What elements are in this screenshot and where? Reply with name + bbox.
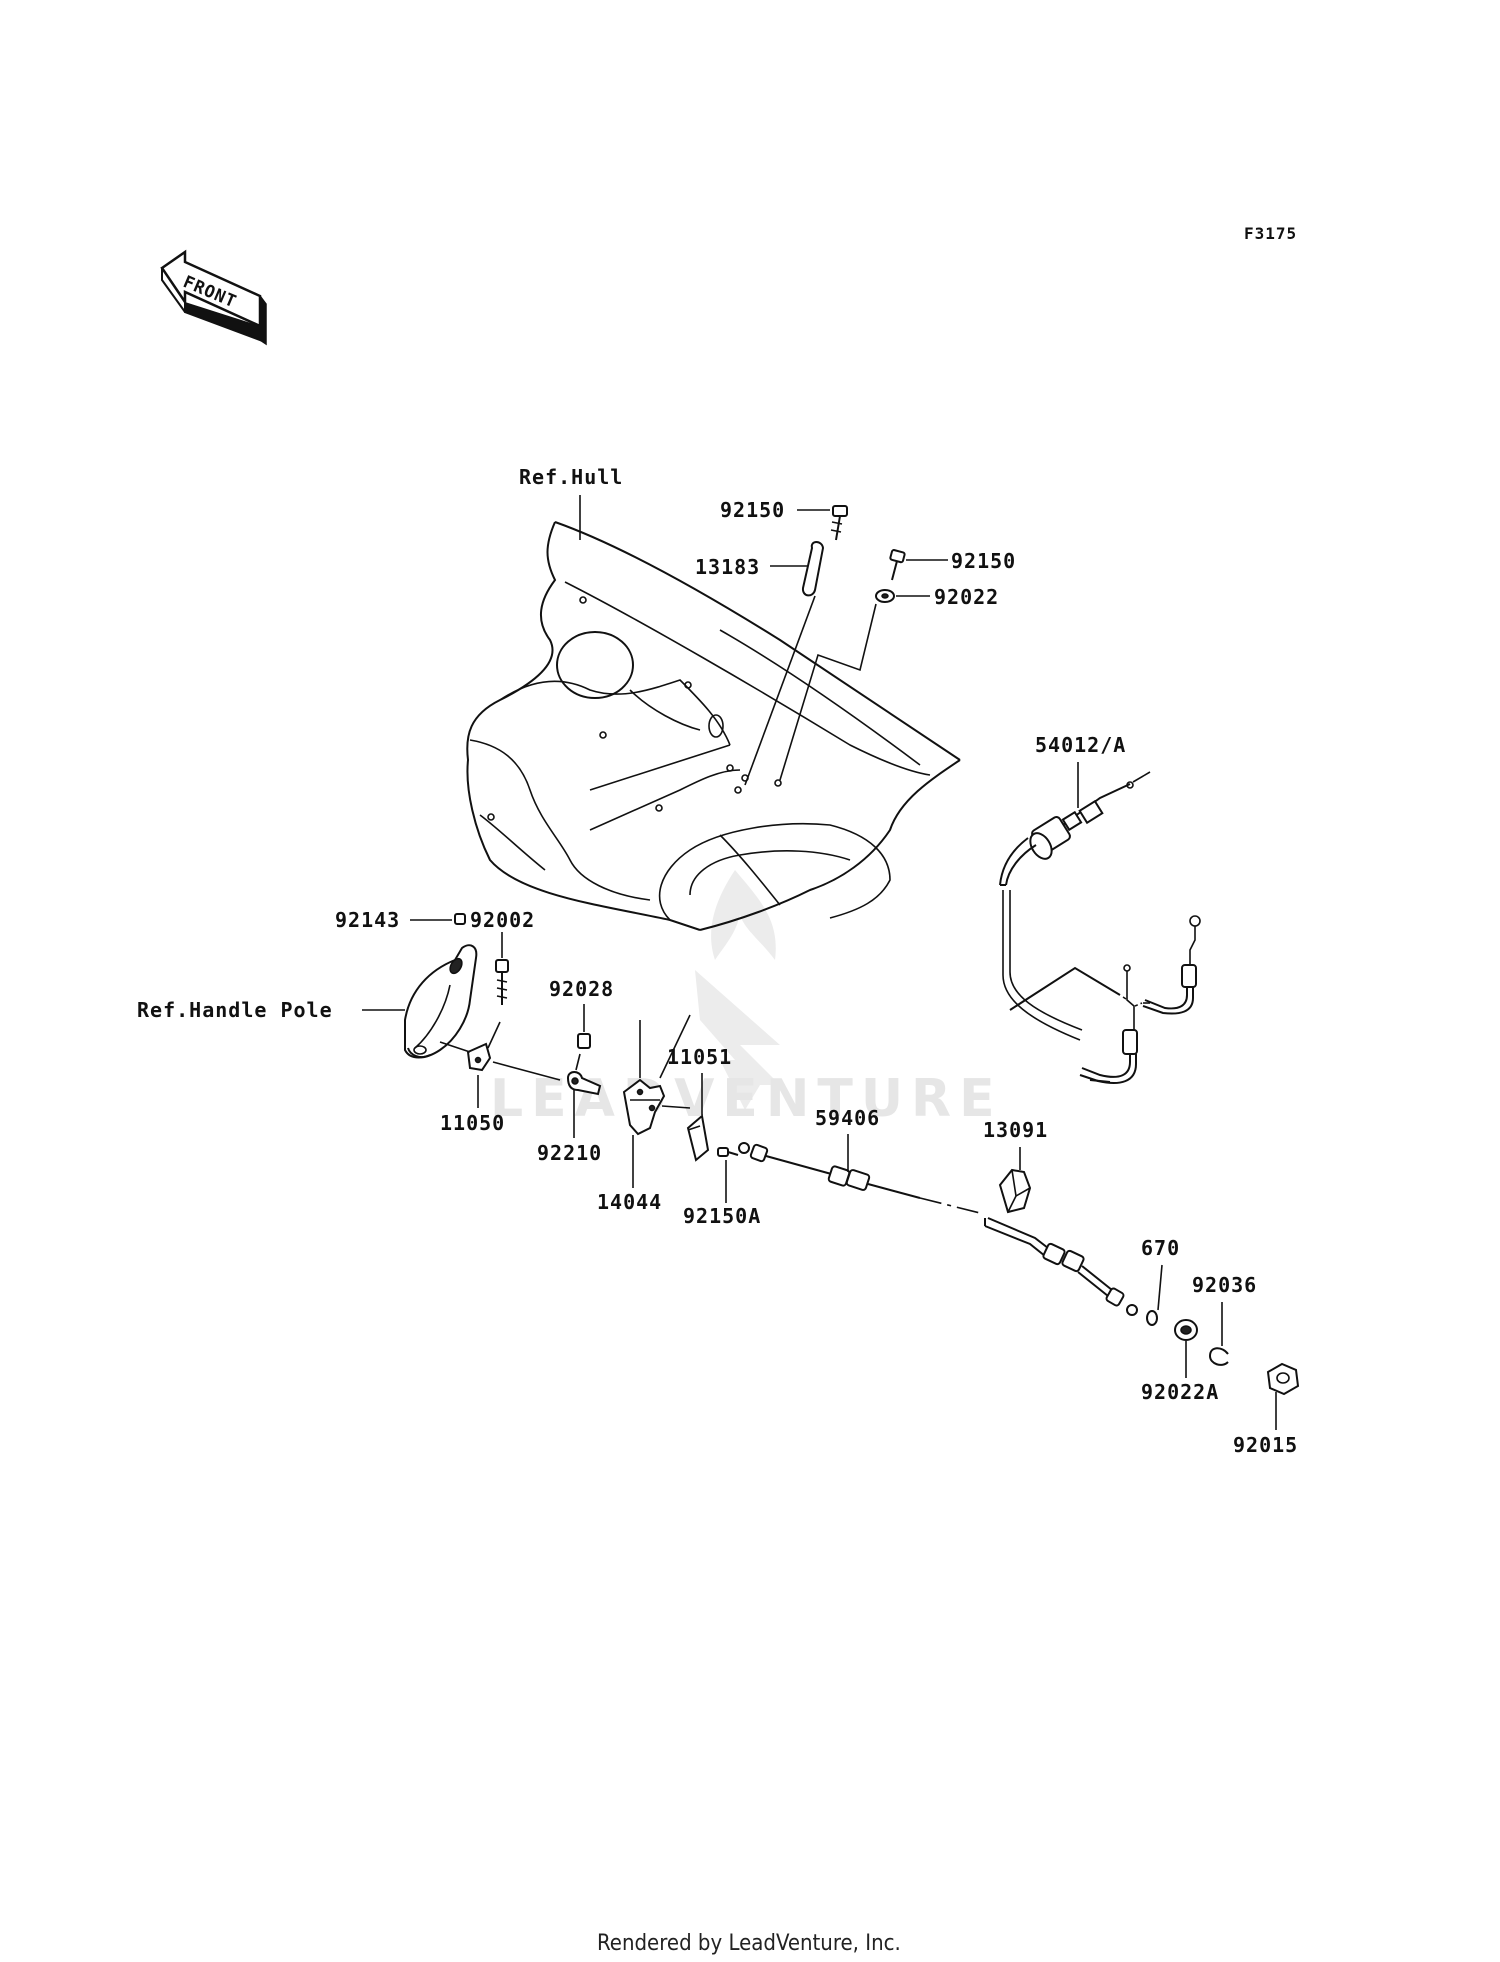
watermark-flame-icon	[711, 870, 776, 960]
clamp-13183	[801, 541, 825, 597]
bracket-11050	[466, 1042, 492, 1072]
watermark-text: LEADVENTURE	[490, 1069, 1003, 1129]
front-arrow-icon: FRONT	[160, 249, 267, 346]
diagram-code: F3175	[1244, 224, 1297, 243]
part-label-92210: 92210	[537, 1141, 602, 1165]
nut-92028	[577, 1033, 591, 1049]
pin-92143	[454, 913, 466, 925]
ring-670	[1146, 1310, 1158, 1326]
bolt-92150-right	[889, 549, 906, 581]
clamp-13091	[998, 1168, 1032, 1214]
part-label-11050: 11050	[440, 1111, 505, 1135]
screw-92150A	[717, 1147, 739, 1157]
part-label-92150A: 92150A	[683, 1204, 761, 1228]
part-label-92150-top: 92150	[720, 498, 785, 522]
link-92210	[566, 1071, 602, 1096]
part-label-92022: 92022	[934, 585, 999, 609]
part-label-92022A: 92022A	[1141, 1380, 1219, 1404]
part-label-11051: 11051	[667, 1045, 732, 1069]
part-label-59406: 59406	[815, 1106, 880, 1130]
handle-pole-bracket	[404, 944, 478, 1059]
part-label-13183: 13183	[695, 555, 760, 579]
bolt-92150-top	[830, 505, 848, 541]
part-label-92150-right: 92150	[951, 549, 1016, 573]
part-label-92002: 92002	[470, 908, 535, 932]
part-label-13091: 13091	[983, 1118, 1048, 1142]
bolt-92002	[495, 959, 509, 1005]
part-label-92028: 92028	[549, 977, 614, 1001]
cap-11051	[686, 1114, 710, 1162]
ref-handle-pole-label: Ref.Handle Pole	[137, 998, 333, 1022]
washer-92022A	[1174, 1319, 1198, 1341]
part-label-54012A: 54012/A	[1035, 733, 1126, 757]
hull-shape	[466, 521, 961, 931]
part-label-92015: 92015	[1233, 1433, 1298, 1457]
ref-hull-label: Ref.Hull	[519, 465, 623, 489]
cable-59406	[738, 1142, 1138, 1316]
footer-credit: Rendered by LeadVenture, Inc.	[597, 1931, 901, 1956]
washer-92022	[875, 589, 895, 603]
bracket-14044	[622, 1078, 691, 1136]
clip-92036	[1208, 1347, 1229, 1366]
part-label-14044: 14044	[597, 1190, 662, 1214]
part-label-92036: 92036	[1192, 1273, 1257, 1297]
watermark-logo-icon	[695, 970, 780, 1110]
nut-92015	[1266, 1362, 1300, 1396]
part-label-670: 670	[1141, 1236, 1180, 1260]
cable-54012A	[999, 771, 1201, 1084]
part-label-92143: 92143	[335, 908, 400, 932]
